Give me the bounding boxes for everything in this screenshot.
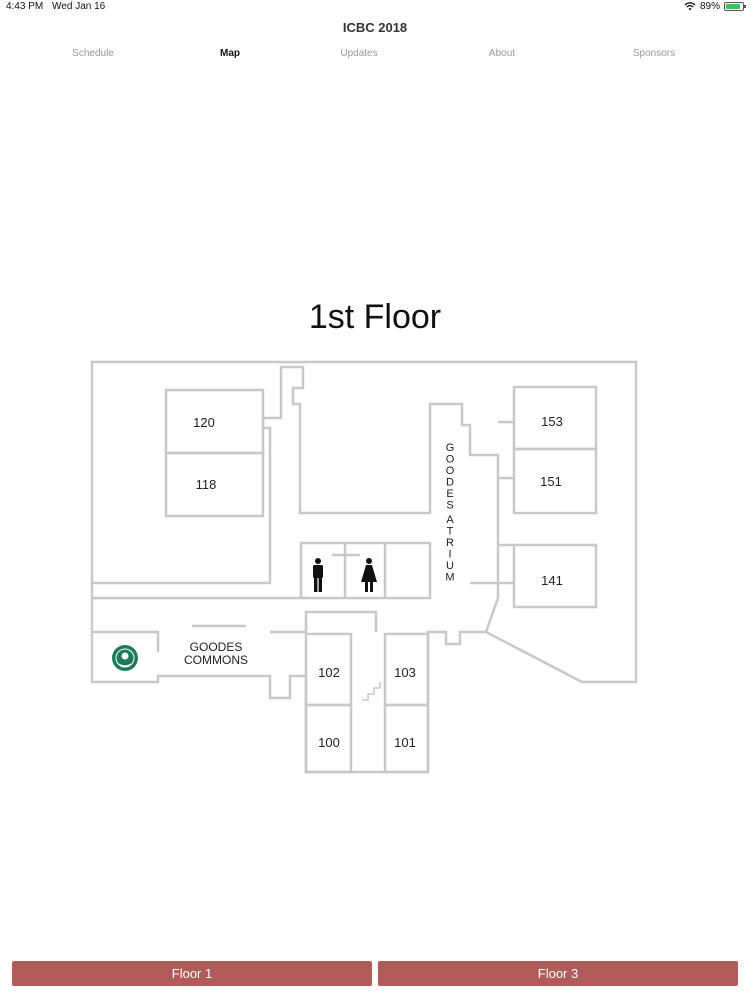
room-100-outline bbox=[304, 703, 353, 774]
tab-bar: Schedule Map Updates About Sponsors bbox=[0, 48, 750, 64]
tab-about[interactable]: About bbox=[488, 48, 516, 59]
tab-sponsors[interactable]: Sponsors bbox=[632, 48, 676, 59]
room-120-label: 120 bbox=[193, 415, 215, 430]
map-walls bbox=[90, 360, 638, 774]
room-101-outline bbox=[383, 703, 430, 774]
app-title: ICBC 2018 bbox=[342, 20, 408, 35]
status-date: Wed Jan 16 bbox=[52, 1, 106, 12]
commons-label-line2: COMMONS bbox=[184, 653, 248, 667]
floor-1-button[interactable]: Floor 1 bbox=[12, 961, 372, 986]
floor-3-button[interactable]: Floor 3 bbox=[378, 961, 738, 986]
tab-map[interactable]: Map bbox=[220, 48, 240, 59]
room-141-outline bbox=[512, 543, 598, 609]
wifi-icon bbox=[684, 2, 696, 11]
stairs-icon bbox=[362, 682, 381, 701]
room-102-label: 102 bbox=[318, 665, 340, 680]
womens-restroom-icon bbox=[361, 558, 377, 592]
room-100-label: 100 bbox=[318, 735, 340, 750]
status-left: 4:43 PM Wed Jan 16 bbox=[6, 1, 111, 12]
battery-fill bbox=[726, 4, 740, 9]
battery-percent: 89% bbox=[699, 1, 720, 12]
commons-label-line1: GOODES bbox=[190, 640, 243, 654]
room-141-label: 141 bbox=[541, 573, 563, 588]
room-151-label: 151 bbox=[540, 474, 562, 489]
room-151-outline bbox=[512, 447, 598, 515]
status-time: 4:43 PM bbox=[6, 1, 44, 12]
status-right: 89% bbox=[684, 1, 746, 12]
room-103-label: 103 bbox=[394, 665, 416, 680]
starbucks-logo bbox=[112, 645, 138, 671]
floor-title: 1st Floor bbox=[308, 298, 442, 336]
battery-icon bbox=[724, 2, 746, 11]
tab-updates[interactable]: Updates bbox=[340, 48, 378, 59]
room-118-outline bbox=[164, 451, 265, 518]
mens-restroom-icon bbox=[313, 558, 323, 592]
tab-schedule[interactable]: Schedule bbox=[72, 48, 114, 59]
status-bar: 4:43 PM Wed Jan 16 89% bbox=[0, 0, 750, 14]
room-118-label: 118 bbox=[196, 477, 217, 492]
room-101-label: 101 bbox=[394, 735, 416, 750]
room-153-label: 153 bbox=[541, 414, 563, 429]
